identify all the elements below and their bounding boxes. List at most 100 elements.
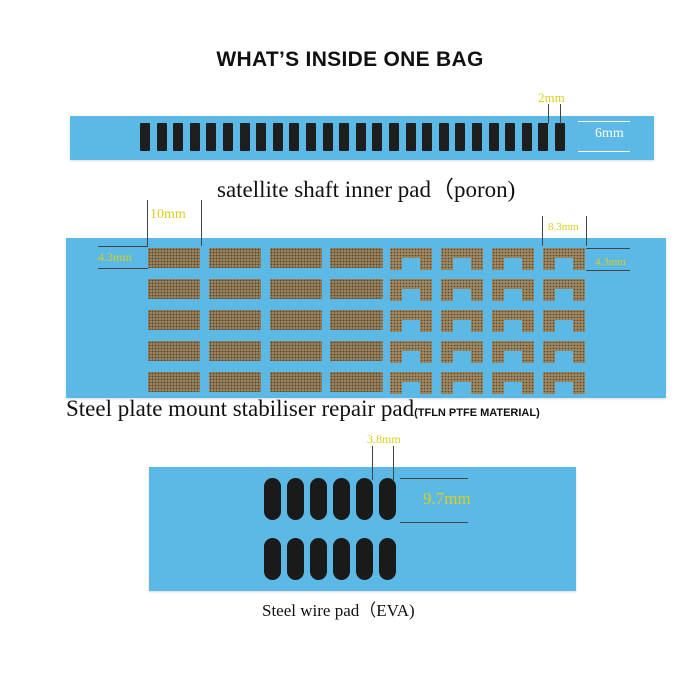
stabiliser-width-line-right	[201, 200, 202, 246]
stabiliser-material-note: (TFLN PTFE MATERIAL)	[414, 407, 540, 419]
wire-eva-pad	[379, 478, 396, 520]
wire-eva-pad	[356, 538, 373, 580]
stabiliser-flat-pad	[330, 279, 382, 299]
stabiliser-flat-pad	[209, 341, 261, 361]
satellite-width-dimension: 2mm	[538, 90, 565, 105]
satellite-foam-pad	[140, 123, 150, 151]
stabiliser-u-pad	[441, 341, 483, 363]
page-title: WHAT’S INSIDE ONE BAG	[216, 48, 484, 71]
stabiliser-u-pad	[441, 248, 483, 270]
satellite-foam-pad	[555, 123, 565, 151]
stabiliser-u-pad	[543, 310, 585, 332]
stabiliser-flat-pad	[148, 310, 200, 330]
stabiliser-u-pad	[492, 279, 534, 301]
wire-height-dimension: 9.7mm	[423, 489, 471, 508]
stabiliser-u-width-dimension: 8.3mm	[548, 221, 579, 233]
stabiliser-u-pad	[441, 279, 483, 301]
satellite-foam-pad	[521, 123, 532, 151]
satellite-foam-pad	[355, 123, 366, 151]
satellite-foam-pad	[256, 123, 267, 151]
wire-eva-pad	[287, 478, 304, 520]
satellite-width-line-left	[548, 104, 549, 124]
wire-eva-pad	[379, 538, 396, 580]
stabiliser-u-height-dimension: 4.3mm	[595, 256, 626, 268]
stabiliser-flat-pad	[270, 310, 322, 330]
stabiliser-u-pad	[543, 372, 585, 394]
wire-height-line-top	[400, 478, 468, 479]
stabiliser-flat-pad	[148, 248, 200, 268]
satellite-foam-pad	[505, 123, 516, 151]
stabiliser-u-width-line-right	[586, 216, 587, 246]
stabiliser-u-pad	[543, 341, 585, 363]
stabiliser-u-pad	[441, 372, 483, 394]
satellite-foam-pad	[272, 123, 283, 151]
satellite-foam-pad	[289, 123, 300, 151]
stabiliser-flat-pad	[209, 372, 261, 392]
stabiliser-flat-pad	[270, 341, 322, 361]
stabiliser-height-line-bottom	[98, 268, 148, 269]
satellite-foam-pad	[438, 123, 449, 151]
stabiliser-flat-pad	[148, 372, 200, 392]
stabiliser-flat-pad	[330, 310, 382, 330]
satellite-width-line-right	[560, 104, 561, 124]
stabiliser-flat-pad	[270, 372, 322, 392]
stabiliser-flat-pad	[270, 248, 322, 268]
satellite-foam-pad	[455, 123, 466, 151]
satellite-foam-pad	[339, 123, 350, 151]
stabiliser-flat-pad	[209, 248, 261, 268]
stabiliser-caption: Steel plate mount stabiliser repair pad(…	[66, 396, 540, 422]
satellite-foam-pad	[206, 123, 217, 151]
stabiliser-u-pad	[492, 341, 534, 363]
stabiliser-u-height-line-bottom	[586, 270, 630, 271]
stabiliser-u-pad	[390, 372, 432, 394]
satellite-foam-pad	[239, 123, 250, 151]
wire-eva-pad	[264, 478, 281, 520]
satellite-foam-pad	[405, 123, 416, 151]
stabiliser-u-pad	[390, 341, 432, 363]
stabiliser-u-pad	[441, 310, 483, 332]
wire-eva-pad	[333, 478, 350, 520]
satellite-height-line-bottom	[578, 151, 630, 152]
wire-height-line-bottom	[400, 522, 468, 523]
stabiliser-caption-text: Steel plate mount stabiliser repair pad	[66, 396, 415, 421]
satellite-foam-pad	[372, 123, 383, 151]
stabiliser-u-pad	[492, 310, 534, 332]
satellite-foam-pad	[422, 123, 433, 151]
wire-caption: Steel wire pad（EVA)	[262, 601, 415, 620]
wire-width-dimension: 3.8mm	[367, 432, 401, 446]
wire-eva-pad	[287, 538, 304, 580]
satellite-foam-pad	[472, 123, 482, 151]
satellite-foam-pad	[156, 123, 167, 151]
satellite-height-dimension: 6mm	[595, 126, 624, 141]
stabiliser-flat-pad	[148, 279, 200, 299]
stabiliser-u-pad	[543, 279, 585, 301]
satellite-height-line-top	[578, 121, 630, 122]
stabiliser-u-pad	[492, 248, 534, 270]
satellite-foam-pad	[189, 123, 200, 151]
satellite-foam-pad	[322, 123, 333, 151]
satellite-foam-pad	[223, 123, 233, 151]
stabiliser-u-pad	[492, 372, 534, 394]
wire-eva-pad	[310, 478, 327, 520]
stabiliser-flat-pad	[330, 341, 382, 361]
wire-eva-pad	[356, 478, 373, 520]
wire-eva-pad	[333, 538, 350, 580]
satellite-foam-pad	[389, 123, 399, 151]
stabiliser-flat-pad	[330, 248, 382, 268]
stabiliser-u-pad	[390, 279, 432, 301]
stabiliser-width-dimension: 10mm	[150, 207, 186, 222]
stabiliser-flat-pad	[148, 341, 200, 361]
satellite-caption: satellite shaft inner pad（poron)	[217, 177, 516, 202]
stabiliser-u-pad	[543, 248, 585, 270]
wire-eva-pad	[310, 538, 327, 580]
stabiliser-flat-pad	[209, 279, 261, 299]
stabiliser-height-dimension: 4.3mm	[98, 250, 132, 264]
satellite-foam-pad	[306, 123, 316, 151]
stabiliser-flat-pad	[270, 279, 322, 299]
stabiliser-u-pad	[390, 248, 432, 270]
stabiliser-u-height-line-top	[586, 248, 630, 249]
stabiliser-width-line-left	[147, 200, 148, 246]
satellite-foam-pad	[173, 123, 184, 151]
stabiliser-u-width-line-left	[542, 216, 543, 246]
stabiliser-flat-pad	[330, 372, 382, 392]
